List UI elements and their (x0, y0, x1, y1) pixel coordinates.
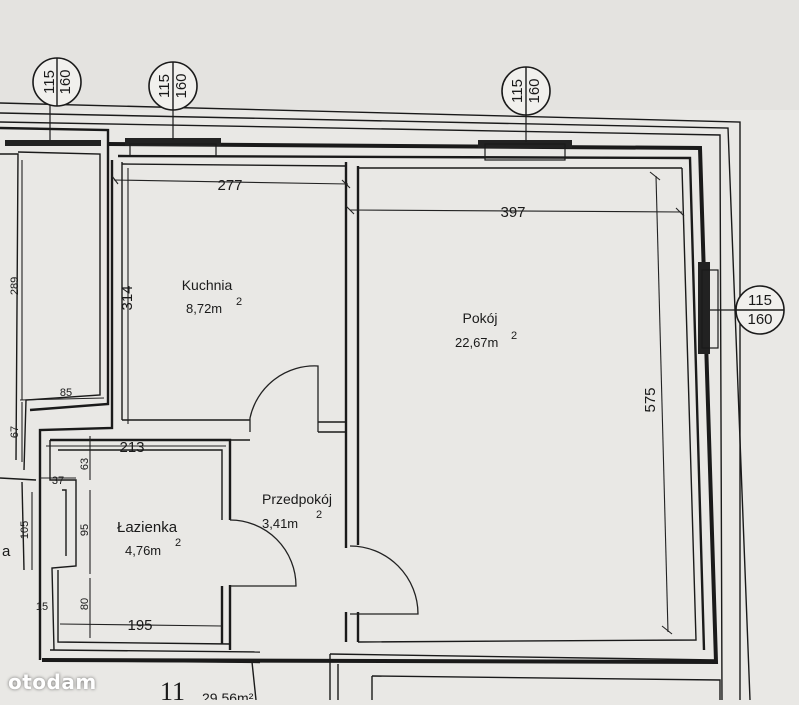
dim-kitchen-depth: 314 (119, 285, 136, 310)
window-marker-3-bottom: 160 (526, 78, 543, 103)
window-marker-2-bottom: 160 (173, 73, 190, 98)
dim-kitchen-width: 277 (217, 177, 242, 194)
dim-room-width: 397 (500, 204, 525, 221)
dim-left-37: 37 (52, 475, 64, 487)
doors (229, 365, 419, 615)
outer-wall-lines (0, 102, 751, 701)
left-neighbour-walls (0, 126, 110, 571)
window-marker-1-top: 115 (41, 70, 58, 94)
room-przedpokoj-area: 3,41m (262, 516, 298, 531)
room-przedpokoj-sup: 2 (316, 509, 322, 521)
dim-left-95: 95 (79, 524, 91, 536)
dimension-lines (19, 160, 685, 638)
room-pokoj-area: 22,67m (455, 335, 498, 350)
watermark-logo: otodam (8, 670, 97, 694)
dim-left-85: 85 (60, 387, 72, 399)
dim-left-63: 63 (79, 458, 91, 470)
window-marker-1-bottom: 160 (57, 69, 74, 94)
unit-number: 11 (160, 677, 185, 700)
window-room-right (698, 262, 710, 354)
dim-left-15: 15 (36, 601, 48, 613)
dimension-texts: 277 397 575 314 213 195 289 85 67 37 63 … (2, 177, 659, 634)
dim-left-80: 80 (79, 598, 91, 610)
room-pokoj: Pokój 22,67m 2 (455, 310, 517, 350)
window-marker-1: 115 160 (32, 57, 82, 107)
room-przedpokoj-name: Przedpokój (262, 491, 332, 507)
window-marker-2: 115 160 (148, 61, 198, 111)
window-marker-4: 115 160 (735, 285, 785, 335)
room-lazienka: Łazienka 4,76m 2 (117, 519, 181, 558)
room-kuchnia-sup: 2 (236, 296, 242, 308)
window-marker-4-top: 115 (748, 292, 772, 309)
window-neighbour (5, 140, 101, 146)
room-lazienka-name: Łazienka (117, 519, 178, 536)
dim-bath-top-width: 213 (119, 439, 144, 456)
window-marker-3: 115 160 (501, 66, 551, 116)
room-kuchnia-area: 8,72m (186, 301, 222, 316)
dim-left-105: 105 (19, 521, 31, 539)
dim-left-289: 289 (9, 277, 21, 295)
unit-area: 29,56m² (202, 690, 254, 700)
dim-left-67: 67 (9, 426, 21, 438)
dim-bath-bottom-width: 195 (127, 617, 152, 634)
room-przedpokoj: Przedpokój 3,41m 2 (262, 491, 332, 531)
window-marker-2-top: 115 (156, 74, 173, 98)
lower-boundary (251, 653, 721, 701)
dim-room-depth: 575 (642, 387, 659, 412)
room-kuchnia: Kuchnia 8,72m 2 (182, 277, 242, 316)
room-pokoj-sup: 2 (511, 330, 517, 342)
windows (5, 138, 719, 354)
room-pokoj-name: Pokój (462, 310, 497, 326)
room-lazienka-sup: 2 (175, 537, 181, 549)
marker-leaders (49, 105, 738, 311)
room-lazienka-area: 4,76m (125, 543, 161, 558)
window-marker-4-bottom: 160 (747, 311, 772, 328)
window-marker-3-top: 115 (509, 79, 526, 103)
room-kuchnia-name: Kuchnia (182, 277, 233, 293)
paper-shade-top (0, 0, 799, 110)
bathroom-walls (41, 431, 346, 664)
left-fragment-text: a (2, 543, 11, 560)
apartment-outer-wall (41, 142, 719, 665)
central-wall (344, 166, 697, 643)
window-kitchen (125, 138, 221, 146)
